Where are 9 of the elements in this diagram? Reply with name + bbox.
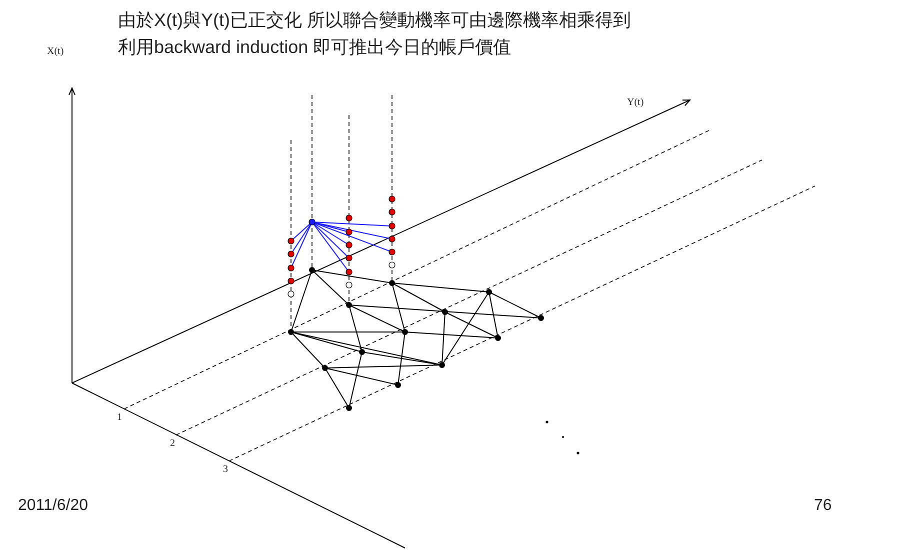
axis-label: X(t) (47, 46, 64, 57)
axis-label: Y(t) (627, 97, 644, 108)
tick-label: 3 (223, 464, 228, 475)
date-text: 2011/6/20 (18, 497, 88, 515)
page-number: 76 (814, 497, 832, 515)
tick-label: 1 (117, 412, 122, 423)
heading-text: 由於X(t)與Y(t)已正交化 所以聯合變動機率可由邊際機率相乘得到 (118, 9, 631, 32)
heading-text: 利用backward induction 即可推出今日的帳戶價值 (118, 36, 512, 59)
tick-label: 2 (170, 438, 175, 449)
